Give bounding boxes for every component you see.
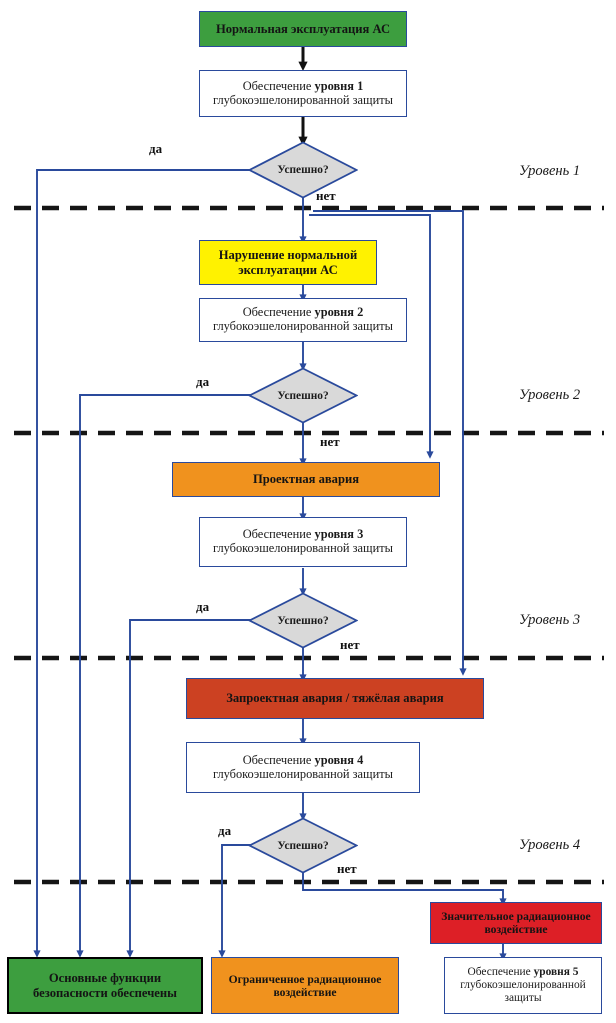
edge-label-no-3: нет xyxy=(340,637,360,652)
node-normal-operation-label: Нормальная эксплуатация АС xyxy=(215,21,391,36)
node-significant-release-line1: Значительное радиационное xyxy=(441,910,591,924)
level-label-1: Уровень 1 xyxy=(519,163,581,179)
node-level3-provision-line1: Обеспечение уровня 3 xyxy=(242,527,364,542)
edge-decision3-yes xyxy=(126,619,258,958)
node-design-basis-accident-label: Проектная авария xyxy=(252,472,360,487)
edge-label-yes-2: да xyxy=(196,374,210,389)
node-limited-release-line2: воздействие xyxy=(273,985,337,999)
node-safety-functions-ok[interactable]: Основные функции безопасности обеспечены xyxy=(7,957,203,1014)
node-significant-release-line2: воздействие xyxy=(484,923,548,936)
decision-2-shape xyxy=(248,367,358,424)
level-label-3: Уровень 3 xyxy=(519,612,581,628)
decision-3-shape xyxy=(248,592,358,649)
node-level2-provision-line1: Обеспечение уровня 2 xyxy=(242,305,364,320)
node-level1-provision[interactable]: Обеспечение уровня 1 глубокоэшелонирован… xyxy=(199,70,407,117)
node-level4-provision-line2: глубокоэшелонированной защиты xyxy=(213,766,393,781)
decision-2-label: Успешно? xyxy=(277,389,329,402)
node-level3-provision[interactable]: Обеспечение уровня 3 глубокоэшелонирован… xyxy=(199,517,407,567)
node-level3-provision-line2: глубокоэшелонированной защиты xyxy=(213,541,393,555)
edge-bypass-level1-to-bda xyxy=(313,210,467,676)
node-level5-provision[interactable]: Обеспечение уровня 5 глубокоэшелонирован… xyxy=(444,957,602,1014)
node-limited-release-line1: Ограниченное радиационное xyxy=(228,972,382,986)
node-beyond-design-accident[interactable]: Запроектная авария / тяжёлая авария xyxy=(186,678,484,719)
level-label-2: Уровень 2 xyxy=(519,387,581,403)
edge-label-no-1: нет xyxy=(316,188,336,203)
node-abnormal-operation-line1: Нарушение нормальной xyxy=(218,248,358,263)
edge-decision1-yes xyxy=(33,169,258,958)
node-level1-provision-line1: Обеспечение уровня 1 xyxy=(242,78,364,93)
decision-1-label: Успешно? xyxy=(277,164,329,176)
decision-4[interactable]: Успешно? xyxy=(248,817,358,874)
node-beyond-design-accident-label: Запроектная авария / тяжёлая авария xyxy=(226,691,444,706)
decision-3-label: Успешно? xyxy=(277,614,329,627)
decision-4-label: Успешно? xyxy=(277,839,329,852)
edge-label-no-2: нет xyxy=(320,434,340,449)
node-abnormal-operation-line2: эксплуатации АС xyxy=(238,262,338,277)
node-level4-provision-line1: Обеспечение уровня 4 xyxy=(242,752,364,767)
decision-2[interactable]: Успешно? xyxy=(248,367,358,424)
node-limited-release[interactable]: Ограниченное радиационное воздействие xyxy=(211,957,399,1014)
decision-3[interactable]: Успешно? xyxy=(248,592,358,649)
node-level4-provision[interactable]: Обеспечение уровня 4 глубокоэшелонирован… xyxy=(186,742,420,793)
level-label-4: Уровень 4 xyxy=(519,837,581,853)
node-design-basis-accident[interactable]: Проектная авария xyxy=(172,462,440,497)
node-abnormal-operation[interactable]: Нарушение нормальной эксплуатации АС xyxy=(199,240,377,285)
edge-decision4-no xyxy=(302,873,507,906)
node-level1-provision-line2: глубокоэшелонированной защиты xyxy=(213,92,393,107)
edge-label-yes-4: да xyxy=(218,823,232,838)
node-level5-provision-line2: глубокоэшелонированной xyxy=(460,979,586,992)
decision-4-shape xyxy=(248,817,358,874)
node-level5-provision-line1: Обеспечение уровня 5 xyxy=(467,966,579,979)
edge-label-yes-1: да xyxy=(149,141,163,156)
edge-decision4-yes xyxy=(218,844,258,958)
edge-decision2-yes xyxy=(76,394,258,958)
edge-label-yes-3: да xyxy=(196,599,210,614)
edge-label-no-4: нет xyxy=(337,861,357,876)
decision-1[interactable]: Успешно? xyxy=(248,141,358,199)
node-significant-release[interactable]: Значительное радиационное воздействие xyxy=(430,902,602,944)
node-normal-operation[interactable]: Нормальная эксплуатация АС xyxy=(199,11,407,47)
node-level2-provision[interactable]: Обеспечение уровня 2 глубокоэшелонирован… xyxy=(199,298,407,342)
edge-bypass-level1-to-dba xyxy=(309,214,434,459)
node-level2-provision-line2: глубокоэшелонированной защиты xyxy=(213,319,393,333)
node-level5-provision-line3: защиты xyxy=(504,991,542,1004)
node-safety-functions-ok-line1: Основные функции xyxy=(48,971,162,986)
decision-1-shape xyxy=(248,141,358,199)
node-safety-functions-ok-line2: безопасности обеспечены xyxy=(33,985,177,1000)
